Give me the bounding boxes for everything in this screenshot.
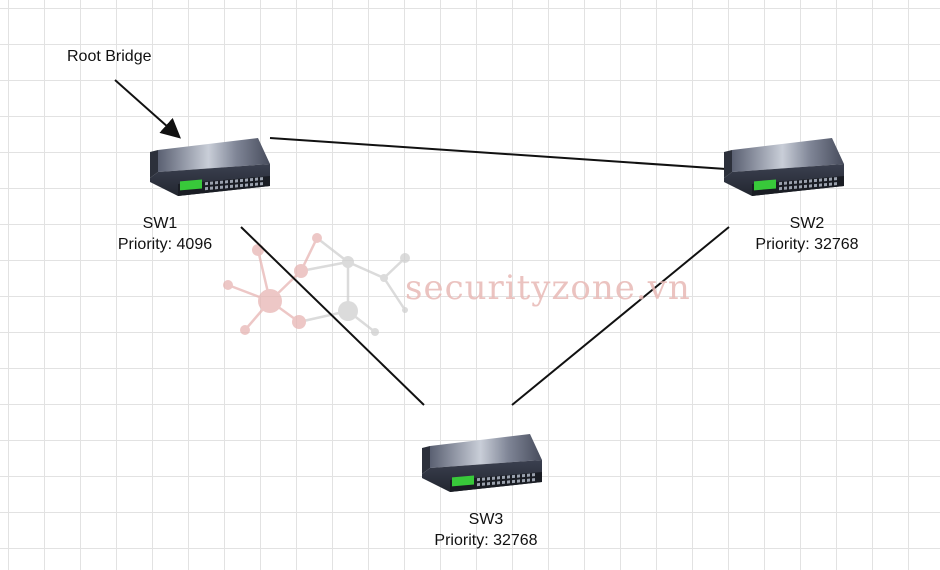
link-sw1-sw2[interactable] (269, 137, 727, 170)
link-sw1-sw3[interactable] (240, 226, 425, 406)
sw2-priority-label: Priority: 32768 (755, 236, 859, 253)
root-bridge-arrow (114, 79, 181, 139)
sw2-name-label: SW2 (789, 215, 825, 232)
link-sw2-sw3[interactable] (511, 226, 730, 406)
sw1-name-label: SW1 (142, 215, 178, 232)
root-bridge-label: Root Bridge (67, 48, 152, 65)
watermark-text: securityzone.vn (405, 268, 691, 308)
sw1-priority-label: Priority: 4096 (117, 236, 213, 253)
sw1-switch-icon[interactable] (150, 138, 270, 196)
sw3-priority-label: Priority: 32768 (434, 532, 538, 549)
sw3-switch-icon[interactable] (422, 434, 542, 492)
sw3-name-label: SW3 (468, 511, 504, 528)
watermark-logo-icon (223, 233, 410, 336)
sw2-switch-icon[interactable] (724, 138, 844, 196)
